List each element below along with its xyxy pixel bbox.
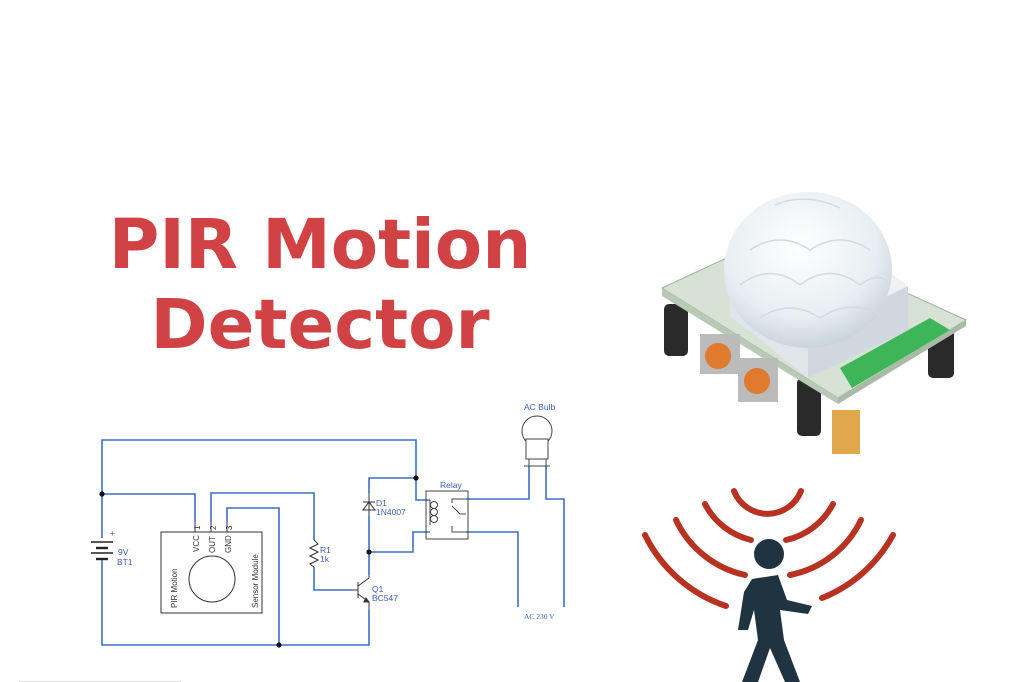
transistor-symbol	[352, 575, 370, 610]
junctions	[99, 475, 419, 648]
relay-label: Relay	[440, 480, 462, 490]
fresnel-dome	[724, 192, 892, 348]
diode-ref: D1	[376, 498, 387, 508]
diode-symbol	[362, 493, 376, 516]
walking-person-icon	[738, 539, 812, 682]
resistor-ref: R1	[320, 545, 331, 555]
title-line-1: PIR Motion	[108, 205, 532, 285]
pin-2-name: OUT	[208, 536, 217, 553]
sensor-module-symbol: PIR Motion Sensor Module VCC OUT GND 1 2…	[160, 522, 263, 614]
pin-3-name: GND	[224, 535, 233, 553]
pin-1-num: 1	[193, 525, 202, 530]
pin-3-num: 3	[225, 525, 234, 530]
wires	[101, 439, 565, 646]
battery-plus: +	[110, 528, 115, 538]
wave-arcs-icon	[642, 488, 896, 609]
potentiometer-icon	[700, 334, 778, 402]
diode-value: 1N4007	[376, 507, 406, 517]
ac-bulb-label: AC Bulb	[524, 402, 555, 412]
pin-1-name: VCC	[192, 535, 201, 552]
battery-voltage: 9V	[118, 547, 129, 557]
sensor-label-right: Sensor Module	[251, 554, 260, 608]
resistor-symbol	[308, 539, 320, 568]
battery-symbol	[91, 541, 113, 561]
page-title: PIR Motion Detector	[80, 205, 560, 365]
ac-bulb-symbol	[521, 415, 553, 467]
resistor-value: 1k	[320, 554, 330, 564]
transistor-value: BC547	[372, 593, 398, 603]
sensor-label-left: PIR Motion	[170, 568, 179, 608]
title-line-2: Detector	[150, 285, 490, 365]
battery-ref: BT1	[117, 557, 133, 567]
jumper-icon	[832, 410, 860, 454]
ac-supply-label: AC 230 V	[524, 612, 555, 621]
pin-2-num: 2	[209, 525, 218, 530]
transistor-ref: Q1	[372, 584, 384, 594]
relay-symbol	[425, 490, 469, 540]
